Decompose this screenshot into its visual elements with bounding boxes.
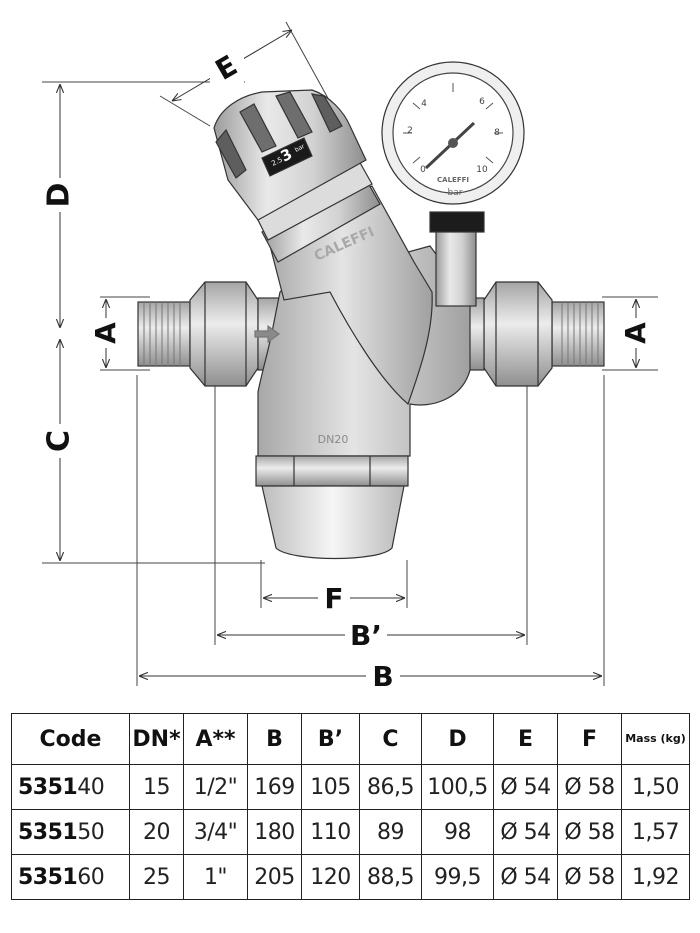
- cell-f: Ø 58: [557, 854, 622, 900]
- cell-b: 169: [247, 764, 302, 810]
- header-a: A**: [183, 713, 248, 765]
- cell-c: 86,5: [359, 764, 422, 810]
- cell-mass: 1,57: [621, 809, 690, 855]
- cell-a: 3/4": [183, 809, 248, 855]
- dim-label-b: B: [372, 660, 393, 693]
- cell-e: Ø 54: [493, 764, 558, 810]
- gauge-tick-8: 8: [494, 128, 500, 138]
- cell-mass: 1,92: [621, 854, 690, 900]
- cell-e: Ø 54: [493, 854, 558, 900]
- dim-label-f: F: [324, 582, 343, 615]
- cell-b-prime: 105: [301, 764, 360, 810]
- cell-a: 1": [183, 854, 248, 900]
- header-dn: DN*: [129, 713, 184, 765]
- cell-code: 535160: [11, 854, 130, 900]
- dim-label-c: C: [42, 430, 77, 452]
- dim-label-d: D: [42, 183, 77, 208]
- valve-drawing: D C A A F B’ B E: [42, 21, 658, 693]
- cell-c: 88,5: [359, 854, 422, 900]
- header-d: D: [421, 713, 494, 765]
- cell-b-prime: 120: [301, 854, 360, 900]
- cell-dn: 15: [129, 764, 184, 810]
- cell-b: 205: [247, 854, 302, 900]
- header-f: F: [557, 713, 622, 765]
- header-c: C: [359, 713, 422, 765]
- cell-a: 1/2": [183, 764, 248, 810]
- cell-d: 100,5: [421, 764, 494, 810]
- gauge-tick-0: 0: [420, 165, 426, 175]
- gauge-tick-10: 10: [476, 165, 488, 175]
- header-e: E: [493, 713, 558, 765]
- header-b-prime: B’: [301, 713, 360, 765]
- valve-body: [137, 61, 605, 560]
- cell-b: 180: [247, 809, 302, 855]
- dim-label-a-left: A: [89, 322, 122, 344]
- table-row: 535150 20 3/4" 180 110 89 98 Ø 54 Ø 58 1…: [11, 809, 690, 855]
- header-b: B: [247, 713, 302, 765]
- cell-dn: 25: [129, 854, 184, 900]
- table-row: 535140 15 1/2" 169 105 86,5 100,5 Ø 54 Ø…: [11, 764, 690, 810]
- cell-f: Ø 58: [557, 764, 622, 810]
- gauge-unit: bar: [448, 188, 463, 198]
- cell-code: 535140: [11, 764, 130, 810]
- extension-lines: [42, 21, 658, 686]
- table-row: 535160 25 1" 205 120 88,5 99,5 Ø 54 Ø 58…: [11, 854, 690, 900]
- body-size-label: DN20: [318, 433, 349, 446]
- cell-mass: 1,50: [621, 764, 690, 810]
- spec-table: Code DN* A** B B’ C D E F Mass (kg) 5351…: [11, 713, 690, 900]
- dim-label-b-prime: B’: [350, 619, 382, 652]
- cell-c: 89: [359, 809, 422, 855]
- dim-label-a-right: A: [619, 322, 652, 344]
- gauge-tick-6: 6: [479, 97, 485, 107]
- knob-unit: bar: [294, 143, 307, 154]
- cell-f: Ø 58: [557, 809, 622, 855]
- gauge-brand: CALEFFI: [437, 176, 469, 184]
- cell-e: Ø 54: [493, 809, 558, 855]
- cell-code: 535150: [11, 809, 130, 855]
- cell-b-prime: 110: [301, 809, 360, 855]
- cell-d: 99,5: [421, 854, 494, 900]
- table-header-row: Code DN* A** B B’ C D E F Mass (kg): [11, 713, 690, 765]
- header-mass: Mass (kg): [621, 713, 690, 765]
- gauge-tick-4: 4: [421, 99, 427, 109]
- gauge-face: [403, 83, 503, 164]
- header-code: Code: [11, 713, 130, 765]
- gauge-tick-2: 2: [407, 126, 413, 136]
- cell-d: 98: [421, 809, 494, 855]
- cell-dn: 20: [129, 809, 184, 855]
